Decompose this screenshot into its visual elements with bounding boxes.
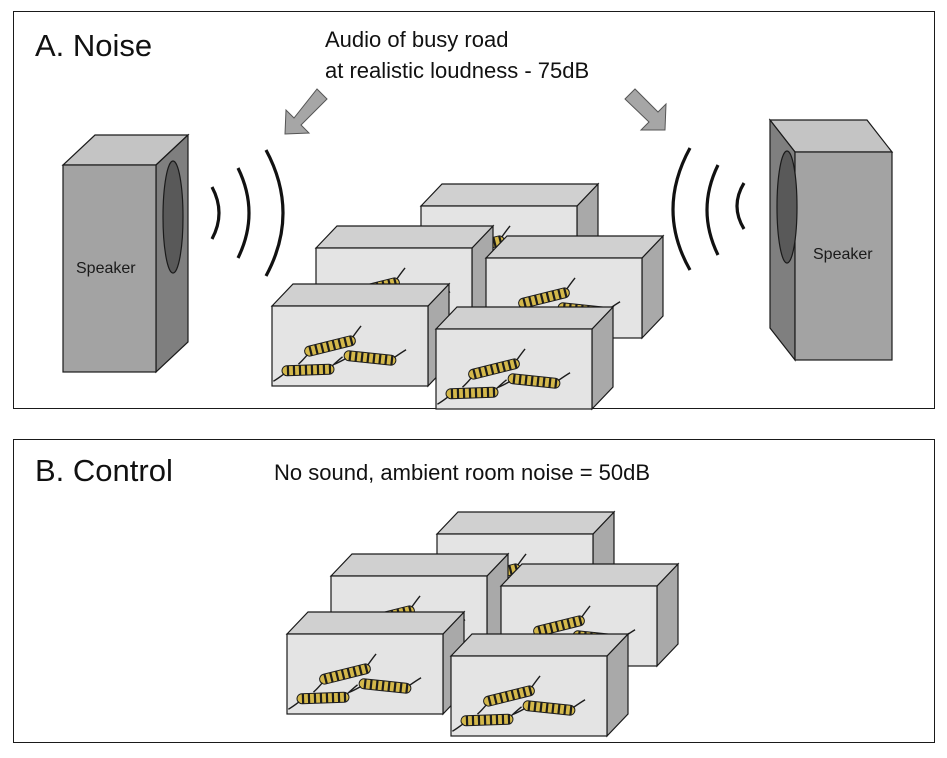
speaker-left-graphic <box>61 133 190 374</box>
noise-rearing-boxes <box>272 184 663 409</box>
sound-waves-right <box>671 147 746 271</box>
speaker-right-label: Speaker <box>813 246 873 263</box>
rearing-box <box>272 284 449 386</box>
rearing-box <box>436 307 613 409</box>
noise-caption-line-2: at realistic loudness - 75dB <box>325 58 590 83</box>
arrow-left-icon <box>284 88 328 135</box>
noise-caption-line-1: Audio of busy road <box>325 27 509 52</box>
noise-caption: Audio of busy road at realistic loudness… <box>325 24 589 86</box>
rearing-box <box>287 612 464 714</box>
arrow-right-icon <box>624 88 667 131</box>
panel-b-title: B. Control <box>35 453 173 488</box>
speaker-left-label: Speaker <box>76 260 136 277</box>
sound-waves-left <box>210 149 285 277</box>
panel-a-title: A. Noise <box>35 28 153 63</box>
speaker-right-graphic <box>768 118 894 362</box>
control-rearing-boxes <box>287 512 678 736</box>
control-caption: No sound, ambient room noise = 50dB <box>274 460 651 485</box>
rearing-box <box>451 634 628 736</box>
